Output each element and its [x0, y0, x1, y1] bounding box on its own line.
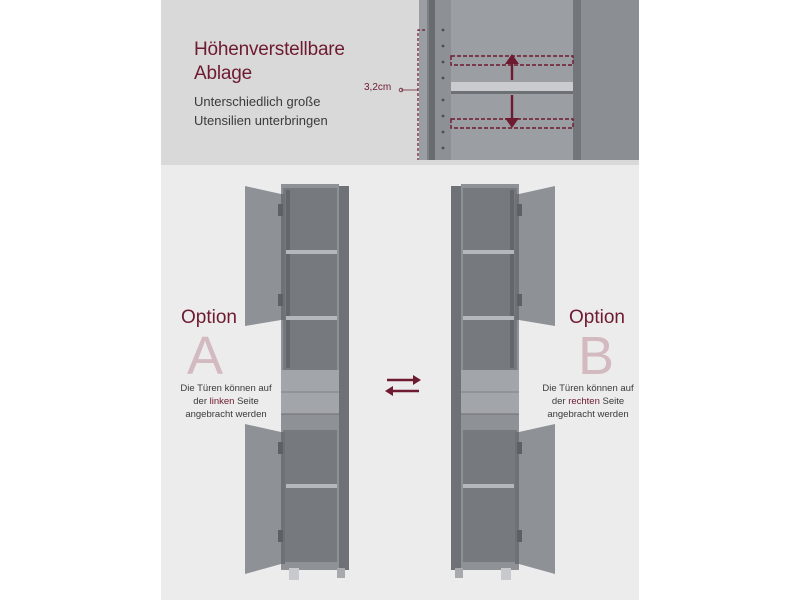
heading-line-2: Ablage [194, 63, 252, 84]
option-a-letter: A [187, 326, 224, 386]
shelf-pin-holes [441, 28, 445, 150]
option-a-title: Option [181, 307, 237, 328]
cabinet-option-b [451, 184, 555, 580]
option-a-description: Die Türen können auf der linken Seite an… [171, 382, 281, 421]
option-a-desc-line-1: Die Türen können auf [180, 383, 272, 394]
arrow-up-icon [505, 54, 519, 80]
option-b-title: Option [569, 307, 625, 328]
dimension-label: 3,2cm [364, 82, 392, 93]
product-image: Höhenverstellbare Ablage Unterschiedlich… [161, 0, 639, 600]
feature-heading: Höhenverstellbare Ablage [194, 38, 345, 86]
option-b-desc-line-2: der rechten Seite [551, 396, 625, 407]
shelf-detail-illustration [398, 0, 639, 160]
cabinets-illustration [245, 184, 555, 580]
swap-arrows-icon [385, 375, 421, 396]
subtext-line-1: Unterschiedlich große [194, 94, 321, 109]
option-b-description: Die Türen können auf der rechten Seite a… [533, 382, 639, 421]
option-a-desc-line-3: angebracht werden [185, 409, 267, 420]
cabinet-option-a [245, 184, 349, 580]
option-b-desc-line-1: Die Türen können auf [542, 383, 634, 394]
heading-line-1: Höhenverstellbare [194, 39, 345, 60]
option-b-desc-line-3: angebracht werden [547, 409, 629, 420]
option-a-desc-line-2: der linken Seite [193, 396, 259, 407]
subtext-line-2: Utensilien unterbringen [194, 113, 328, 128]
feature-subtext: Unterschiedlich große Utensilien unterbr… [194, 92, 328, 130]
option-b-letter: B [578, 326, 615, 386]
arrow-down-icon [505, 95, 519, 128]
